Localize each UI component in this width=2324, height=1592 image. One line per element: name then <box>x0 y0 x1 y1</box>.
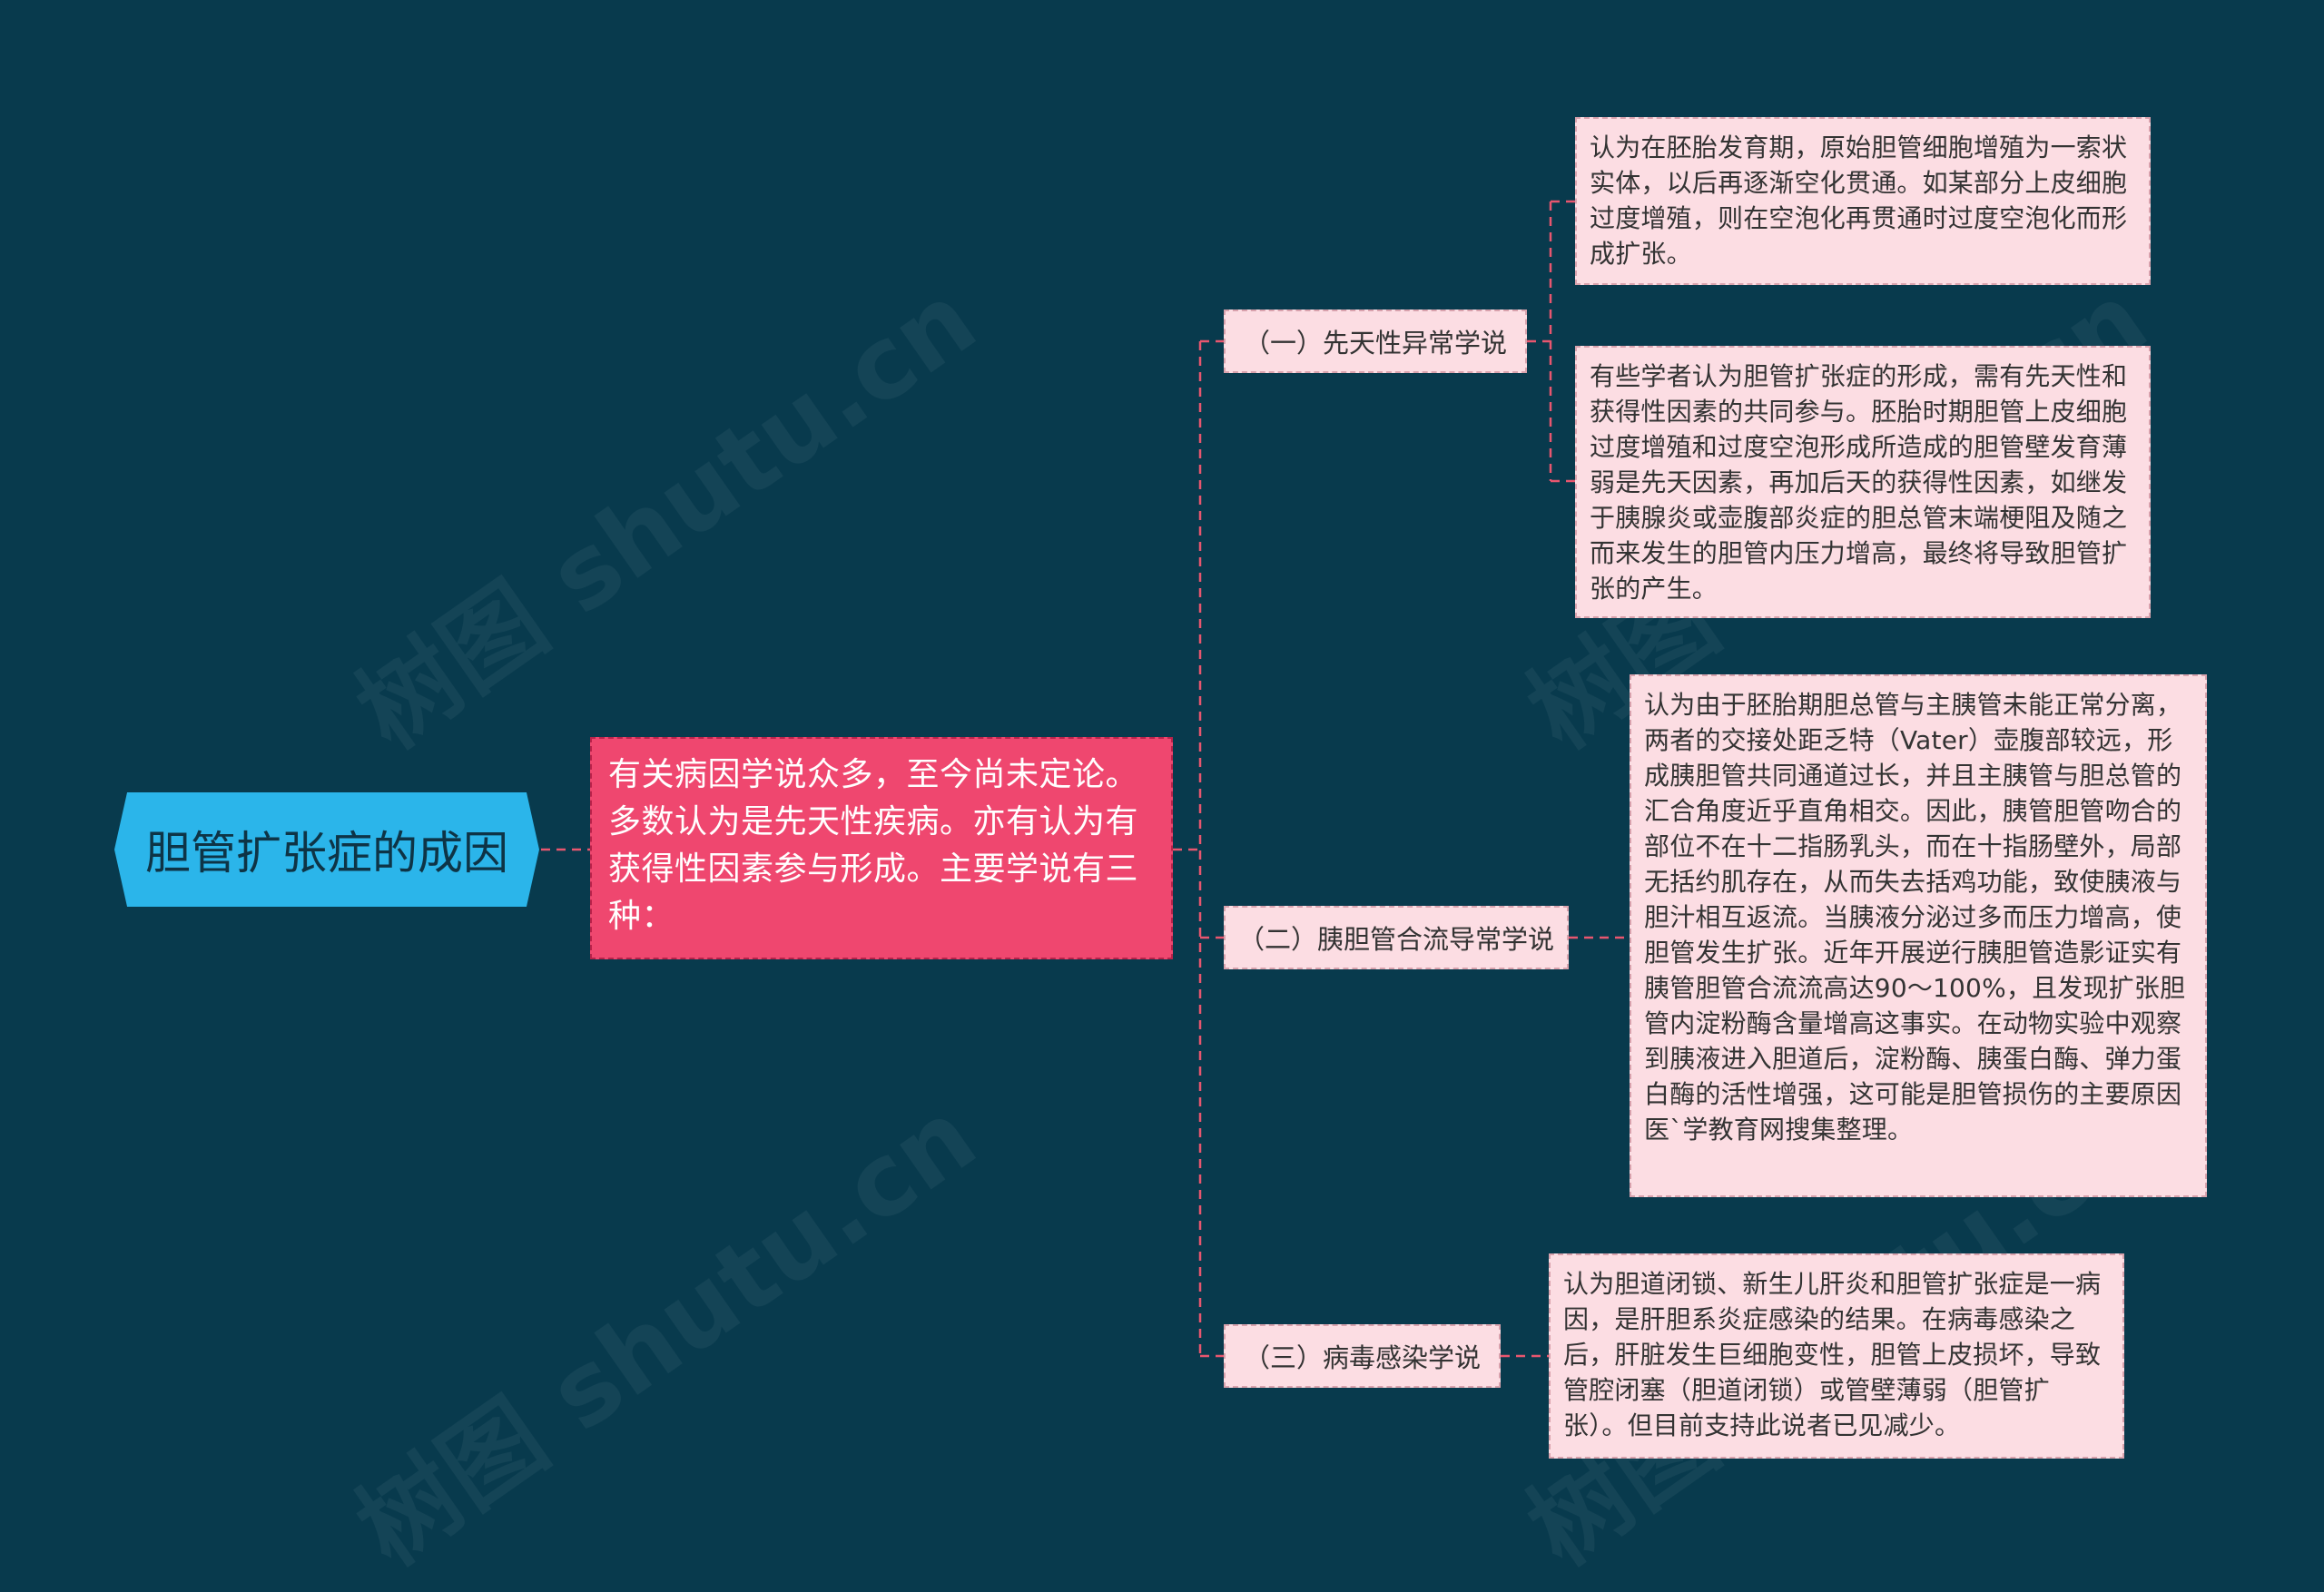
branch-congenital-anomaly[interactable]: （一）先天性异常学说 <box>1224 310 1527 373</box>
leaf-combined-factors[interactable]: 有些学者认为胆管扩张症的形成，需有先天性和获得性因素的共同参与。胚胎时期胆管上皮… <box>1575 346 2151 618</box>
leaf-viral-theory[interactable]: 认为胆道闭锁、新生儿肝炎和胆管扩张症是一病因，是肝胆系炎症感染的结果。在病毒感染… <box>1549 1253 2124 1459</box>
leaf-embryonic-proliferation[interactable]: 认为在胚胎发育期，原始胆管细胞增殖为一索状实体，以后再逐渐空化贯通。如某部分上皮… <box>1575 117 2151 285</box>
branch-viral-infection[interactable]: （三）病毒感染学说 <box>1224 1324 1501 1388</box>
root-node-title[interactable]: 胆管扩张症的成因 <box>114 792 539 907</box>
leaf-reflux-theory[interactable]: 认为由于胚胎期胆总管与主胰管未能正常分离，两者的交接处距乏特（Vater）壶腹部… <box>1630 674 2207 1197</box>
summary-node[interactable]: 有关病因学说众多，至今尚未定论。多数认为是先天性疾病。亦有认为有获得性因素参与形… <box>590 737 1173 959</box>
branch-pancreaticobiliary-reflux[interactable]: （二）胰胆管合流导常学说 <box>1224 906 1569 969</box>
